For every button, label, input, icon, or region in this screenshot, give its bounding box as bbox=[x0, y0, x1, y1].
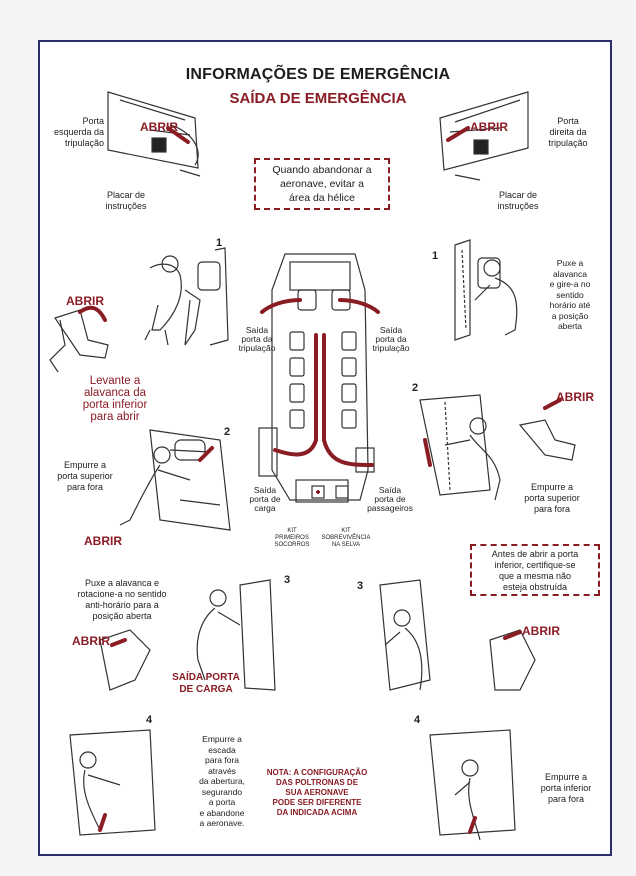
arrow-passenger-abrir bbox=[503, 630, 522, 640]
arrow-abrir-top-right bbox=[446, 126, 470, 142]
page-title: INFORMAÇÕES DE EMERGÊNCIA bbox=[185, 66, 451, 83]
arrow-step2-left bbox=[198, 446, 214, 462]
cargo-step4-number: 4 bbox=[146, 714, 153, 726]
exit-crew-right-label: Saída porta da tripulação bbox=[372, 325, 410, 353]
crew-door-left-illustration bbox=[107, 91, 201, 177]
propeller-warning-box: Quando abandonar a aeronave, evitar a ár… bbox=[254, 158, 390, 210]
obstruction-warning-box: Antes de abrir a porta inferior, certifi… bbox=[470, 544, 600, 596]
abrir-crew-left: ABRIR bbox=[66, 294, 104, 308]
exit-crew-left-label: Saída porta da tripulação bbox=[238, 325, 276, 353]
cargo-instruction: Puxe a alavanca e rotacione-a no sentido… bbox=[77, 578, 167, 621]
arrow-crew-right bbox=[338, 298, 380, 314]
passenger-step3-illustration bbox=[379, 579, 536, 691]
arrow-passenger bbox=[322, 333, 374, 467]
arrow-step1-left bbox=[78, 305, 107, 322]
step2-right-illustration bbox=[419, 394, 576, 501]
crew-left-instruction: Levante a alavanca da porta inferior par… bbox=[82, 375, 148, 423]
step1-right-illustration bbox=[454, 239, 518, 341]
exit-cargo-label: Saída porta de carga bbox=[249, 485, 281, 513]
crew-right-instruction: Puxe a alavanca e gire-a no sentido horá… bbox=[549, 258, 591, 331]
arrow-crew-left bbox=[260, 298, 302, 314]
abrir-crew-right: ABRIR bbox=[556, 390, 594, 404]
cargo-exit-label: SAÍDA PORTA DE CARGA bbox=[172, 672, 240, 695]
lever-left-illustration bbox=[49, 309, 109, 373]
crew-left-step2-number: 2 bbox=[224, 426, 231, 438]
passenger-step4-number: 4 bbox=[414, 714, 421, 726]
cargo-step4-illustration bbox=[69, 729, 156, 836]
abrir-passenger: ABRIR bbox=[522, 624, 560, 638]
cargo-step3-number: 3 bbox=[284, 574, 291, 586]
kit-first-aid-label: KIT PRIMEIROS SOCORROS bbox=[274, 528, 310, 548]
crew-right-instruction2: Empurre a porta superior para fora bbox=[524, 482, 580, 514]
cargo-step3-illustration bbox=[99, 579, 276, 691]
abrir-top-right: ABRIR bbox=[470, 120, 508, 134]
page-subtitle: SAÍDA DE EMERGÊNCIA bbox=[229, 90, 407, 107]
right-door-label: Porta direita da tripulação bbox=[548, 116, 588, 148]
passenger-step4-illustration bbox=[429, 729, 516, 841]
arrow-step4-right bbox=[468, 816, 477, 834]
crew-door-right-illustration bbox=[439, 91, 529, 181]
crew-right-step2-number: 2 bbox=[412, 382, 419, 394]
arrow-abrir-top-left bbox=[166, 126, 190, 144]
step2-left-illustration bbox=[119, 429, 231, 531]
placard-right-label: Placar de instruções bbox=[497, 190, 539, 211]
exit-passenger-label: Saída porta de passageiros bbox=[367, 485, 413, 513]
arrow-cargo-abrir bbox=[110, 638, 127, 647]
abrir-crew-left-2: ABRIR bbox=[84, 534, 122, 548]
passenger-instruction4: Empurre a porta inferior para fora bbox=[540, 772, 592, 804]
step1-left-illustration bbox=[144, 247, 229, 346]
arrow-lever-right bbox=[543, 398, 562, 410]
arrow-cargo bbox=[273, 333, 318, 457]
passenger-step3-number: 3 bbox=[357, 580, 364, 592]
cargo-instruction4: Empurre a escada para fora através da ab… bbox=[199, 734, 245, 828]
abrir-cargo: ABRIR bbox=[72, 634, 110, 648]
arrow-step2-right bbox=[423, 438, 432, 467]
crew-left-step1-number: 1 bbox=[216, 237, 223, 249]
abrir-top-left: ABRIR bbox=[140, 120, 178, 134]
placard-left-label: Placar de instruções bbox=[105, 190, 147, 211]
left-door-label: Porta esquerda da tripulação bbox=[53, 116, 104, 148]
crew-right-step1-number: 1 bbox=[432, 250, 439, 262]
kit-jungle-label: KIT SOBREVIVÊNCIA NA SELVA bbox=[321, 528, 371, 548]
arrow-step4-left bbox=[98, 813, 107, 832]
crew-left-instruction2: Empurre a porta superior para fora bbox=[57, 460, 113, 492]
seat-configuration-note: NOTA: A CONFIGURAÇÃO DAS POLTRONAS DE SU… bbox=[266, 768, 368, 817]
